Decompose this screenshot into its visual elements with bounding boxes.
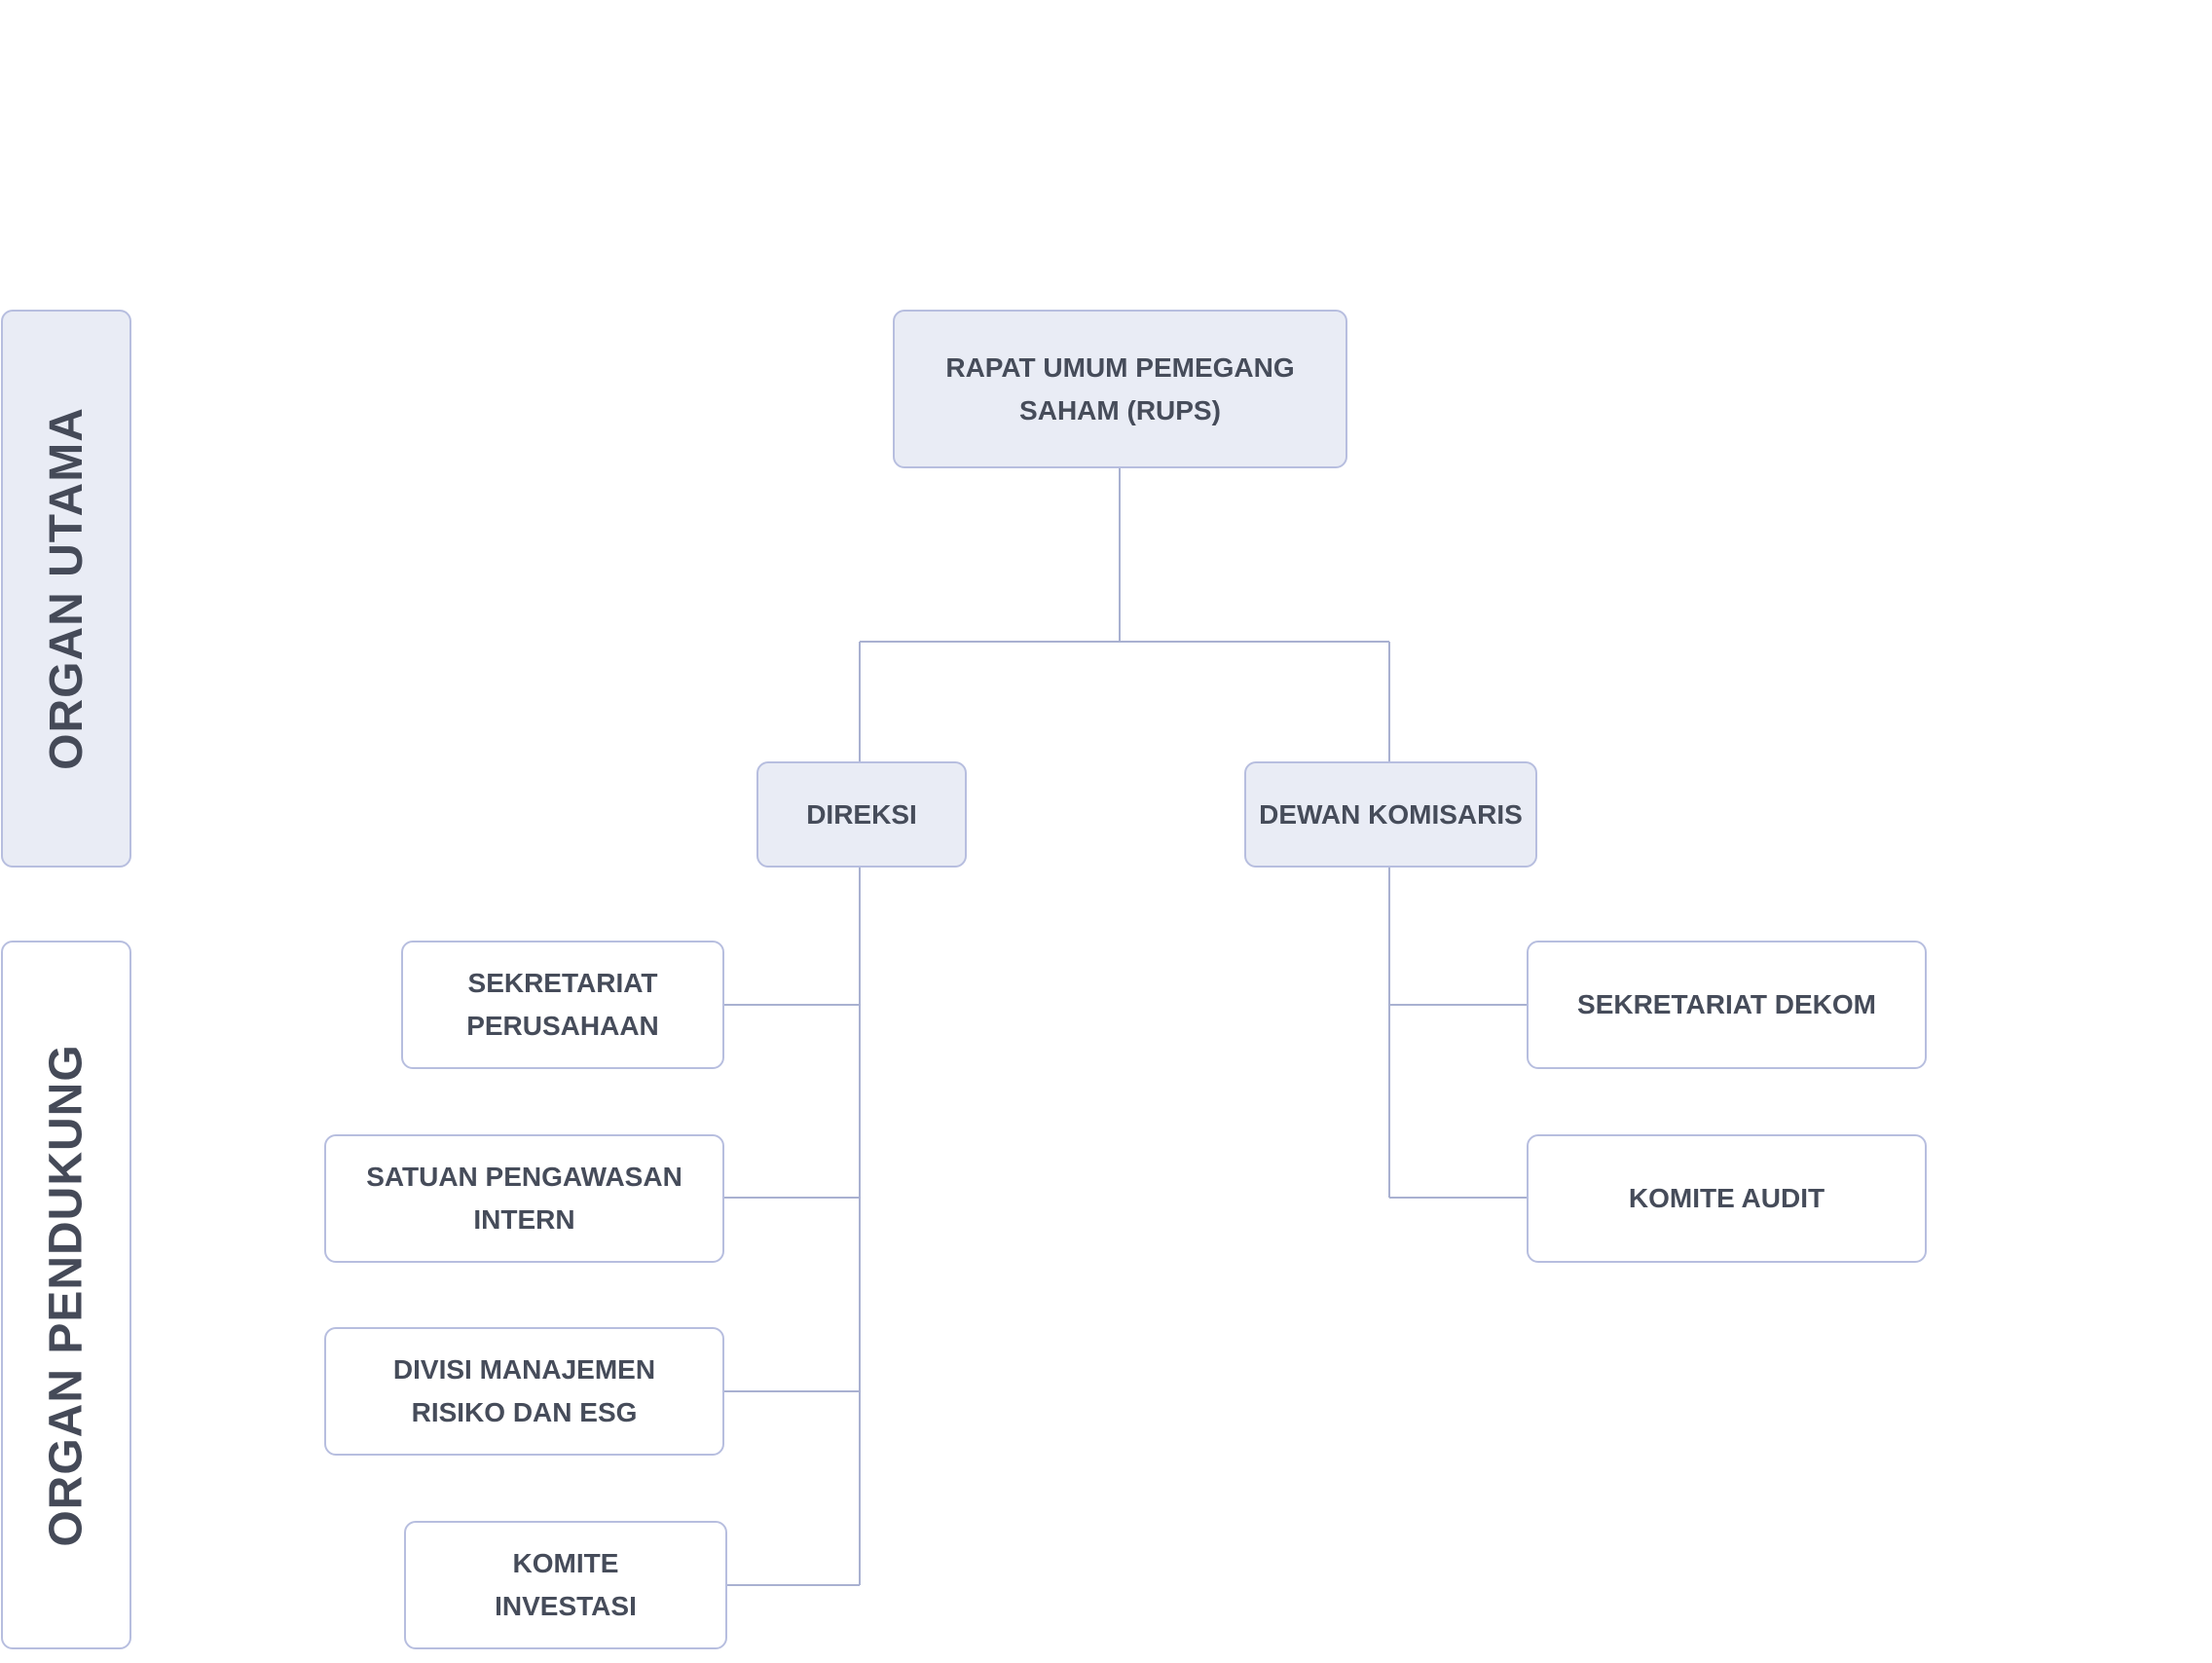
organ-utama-panel: ORGAN UTAMA [1, 310, 131, 868]
node-sekretariat-dekom: SEKRETARIAT DEKOM [1527, 941, 1927, 1069]
node-komite-audit: KOMITE AUDIT [1527, 1134, 1927, 1263]
organ-pendukung-panel: ORGAN PENDUKUNG [1, 941, 131, 1649]
node-dewan-komisaris: DEWAN KOMISARIS [1244, 761, 1537, 868]
organ-utama-label: ORGAN UTAMA [40, 407, 92, 770]
node-divisi-manajemen-risiko: DIVISI MANAJEMEN RISIKO DAN ESG [324, 1327, 724, 1456]
node-direksi: DIREKSI [756, 761, 967, 868]
node-rups: RAPAT UMUM PEMEGANG SAHAM (RUPS) [893, 310, 1347, 468]
node-komite-investasi: KOMITE INVESTASI [404, 1521, 727, 1649]
node-sekretariat-perusahaan: SEKRETARIAT PERUSAHAAN [401, 941, 724, 1069]
organ-pendukung-label: ORGAN PENDUKUNG [40, 1043, 92, 1547]
node-satuan-pengawasan-intern: SATUAN PENGAWASAN INTERN [324, 1134, 724, 1263]
